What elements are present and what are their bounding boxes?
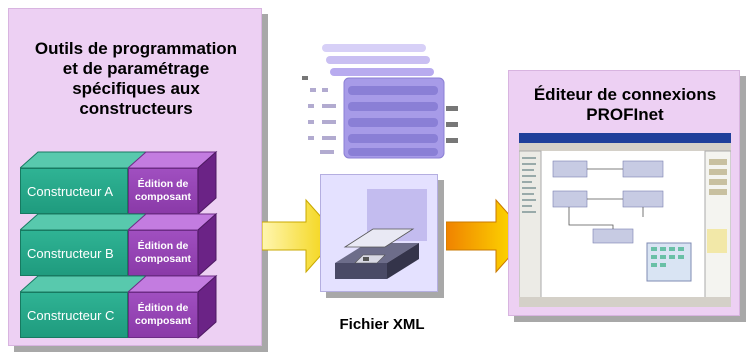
right-panel: Éditeur de connexions PROFInet (508, 70, 740, 316)
block-b-3d-edges (20, 212, 218, 278)
manufacturer-block-b: Constructeur B Édition de composant (20, 210, 238, 280)
manufacturer-label-b: Constructeur B (20, 230, 128, 276)
xml-file-caption: Fichier XML (339, 316, 425, 333)
manufacturer-block-a: Constructeur A Édition de composant (20, 148, 238, 218)
connection-editor-screenshot (519, 133, 731, 307)
manufacturer-block-c: Constructeur C Édition de composant (20, 272, 238, 342)
manufacturer-label-a: Constructeur A (20, 168, 128, 214)
component-edit-label-c: Édition de composant (128, 292, 198, 338)
right-panel-title: Éditeur de connexions PROFInet (533, 85, 717, 124)
floppy-disk-icon (335, 189, 427, 279)
xml-file-box (320, 174, 438, 292)
left-panel-title: Outils de programmation et de paramétrag… (34, 39, 238, 118)
block-c-3d-edges (20, 274, 218, 340)
component-edit-label-b: Édition de composant (128, 230, 198, 276)
component-edit-label-a: Édition de composant (128, 168, 198, 214)
manufacturer-label-c: Constructeur C (20, 292, 128, 338)
xml-document-stack-icon (302, 44, 458, 159)
